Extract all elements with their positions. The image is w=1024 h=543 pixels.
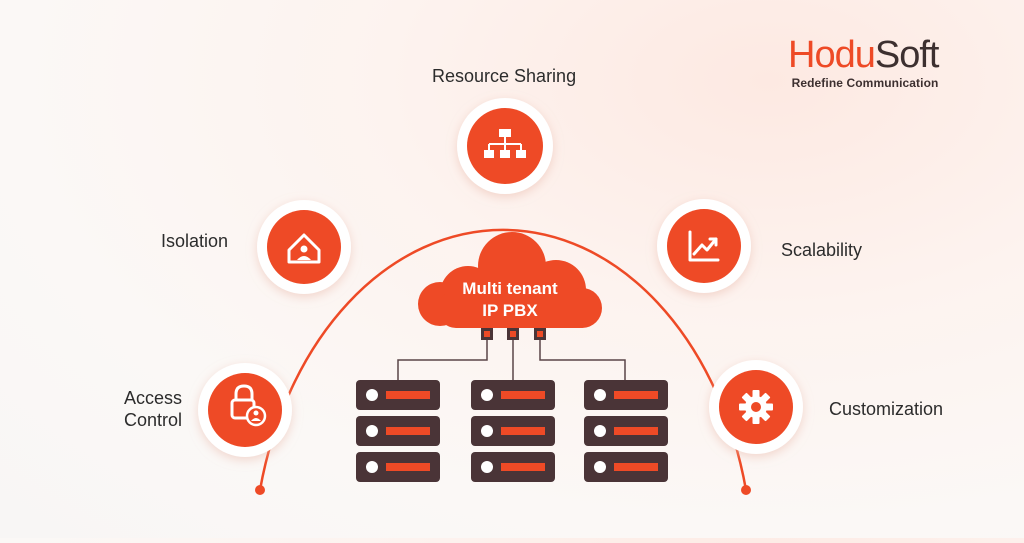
server-rack-right: [584, 380, 668, 482]
feature-arc: [258, 228, 748, 491]
logo-wordmark: HoduSoft: [788, 34, 940, 76]
node-customization: [709, 360, 803, 454]
arc-end-dot-right: [741, 485, 751, 495]
connector-lines: [397, 340, 626, 380]
growth-chart-icon: [688, 230, 720, 262]
label-access-control-line1: Access: [123, 388, 183, 408]
logo-wordmark-part2: Soft: [874, 34, 940, 76]
label-scalability: Scalability: [781, 240, 863, 260]
hub-label: Multi tenant IP PBX: [430, 278, 590, 322]
cloud-ports: [481, 328, 546, 340]
node-scalability: [657, 199, 751, 293]
arc-end-dot-left: [255, 485, 265, 495]
hierarchy-icon: [484, 129, 526, 158]
server-rack-middle: [471, 380, 555, 482]
hub-label-line1: Multi tenant: [462, 279, 558, 298]
label-isolation: Isolation: [161, 231, 229, 251]
node-resource-sharing: [457, 98, 553, 194]
label-resource-sharing: Resource Sharing: [432, 66, 577, 86]
logo-tagline: Redefine Communication: [791, 76, 939, 90]
lock-user-icon: [230, 384, 267, 427]
gear-icon: [739, 390, 773, 424]
cloud-shape: [418, 232, 602, 328]
label-customization: Customization: [829, 399, 944, 419]
node-isolation: [257, 200, 351, 294]
logo-wordmark-part1: Hodu: [788, 34, 876, 76]
server-rack-left: [356, 380, 440, 482]
label-access-control: Access Control: [112, 387, 194, 431]
node-access-control: [198, 363, 292, 457]
label-access-control-line2: Control: [123, 410, 183, 430]
hodusoft-logo: HoduSoft Redefine Communication: [788, 34, 940, 90]
hub-label-line2: IP PBX: [482, 301, 538, 320]
home-user-icon: [287, 233, 321, 264]
